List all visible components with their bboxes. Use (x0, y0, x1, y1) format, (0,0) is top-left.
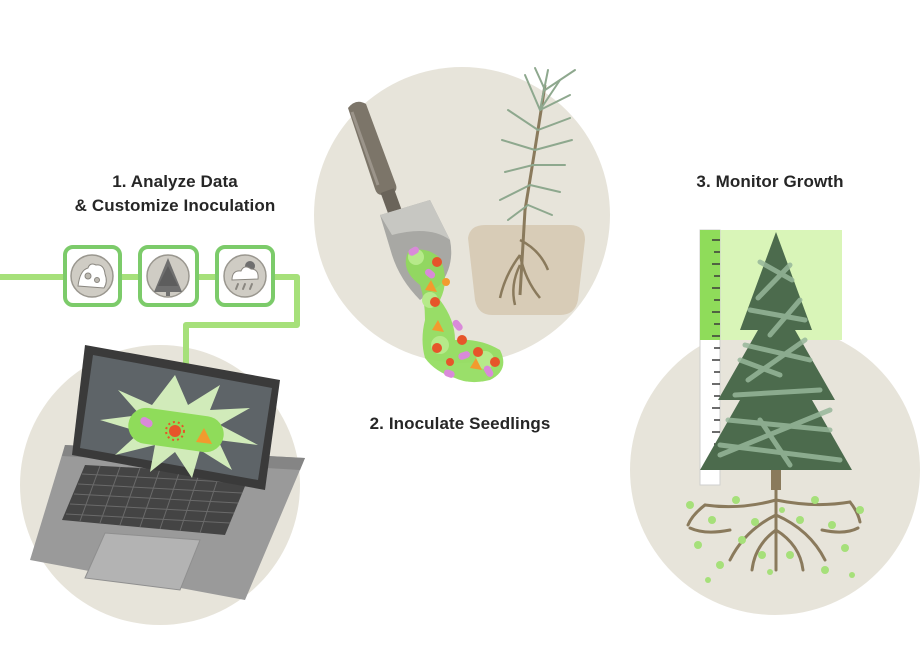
step1-title-line2: & Customize Inoculation (74, 196, 276, 215)
height-ruler (699, 229, 721, 486)
weather-data-box (215, 245, 275, 307)
keyboard-keys (65, 465, 247, 534)
soil-icon (77, 263, 107, 289)
tree-roots (686, 488, 862, 572)
root-microbes (686, 496, 864, 583)
pine-tree (700, 232, 852, 490)
inoculant-stream (405, 246, 504, 383)
tree-branches (717, 259, 843, 468)
pine-needles (499, 67, 576, 221)
soil-data-box (63, 245, 122, 307)
step1-title: 1. Analyze Data & Customize Inoculation (40, 170, 310, 218)
step3-title: 3. Monitor Growth (696, 172, 844, 191)
seedling (468, 67, 585, 315)
laptop (30, 345, 305, 600)
step2-title: 2. Inoculate Seedlings (369, 414, 551, 433)
tree-data-box (138, 245, 199, 307)
tree-icon (154, 258, 182, 296)
fungus-spore-icon (165, 421, 185, 441)
step1-title-line1: 1. Analyze Data (112, 172, 238, 191)
data-connector-line (0, 274, 300, 420)
weather-icon (231, 261, 259, 290)
